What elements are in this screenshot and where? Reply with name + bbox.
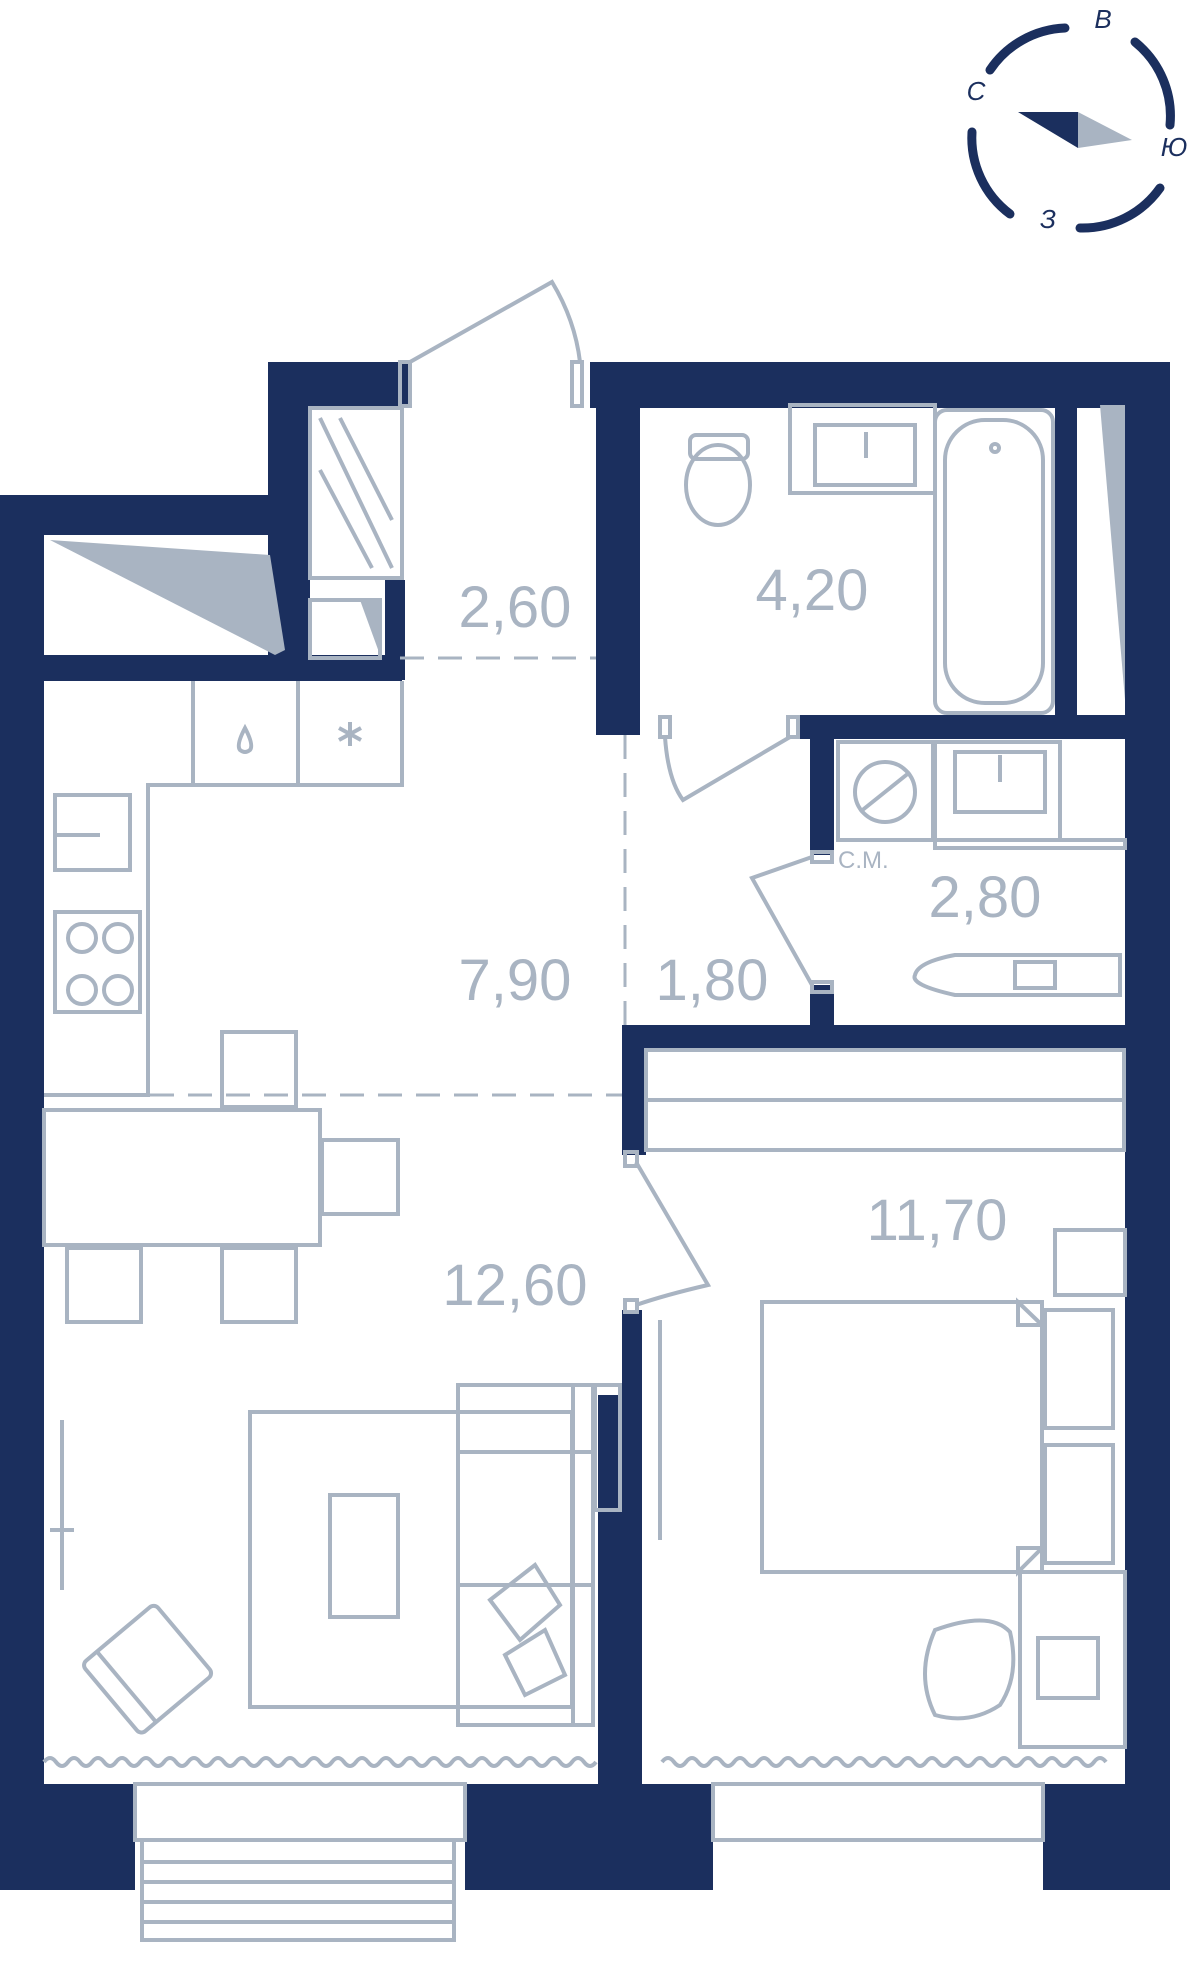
bedroom-furniture bbox=[760, 1228, 1127, 1749]
window-bedroom-gap bbox=[713, 1784, 1043, 1890]
cushion-1 bbox=[487, 1562, 563, 1643]
desk bbox=[1018, 1570, 1127, 1749]
wardrobe bbox=[644, 1048, 1126, 1152]
pillow-top bbox=[1043, 1308, 1115, 1430]
area-kitchen: 7,90 bbox=[459, 948, 572, 1013]
laundry-wall-line bbox=[933, 838, 1127, 850]
area-laundry: 2,80 bbox=[929, 865, 1042, 930]
nightstand-top bbox=[1053, 1228, 1127, 1297]
balcony bbox=[140, 1838, 456, 1942]
chair-bottom-2 bbox=[220, 1246, 298, 1324]
wall-bedroom-left bbox=[622, 1025, 646, 1155]
kitchen-counter bbox=[44, 681, 404, 1097]
wall-entry-pillar-right bbox=[385, 580, 405, 680]
windows bbox=[133, 1782, 1045, 1942]
sofa bbox=[456, 1383, 595, 1727]
storage-closet bbox=[50, 540, 285, 655]
wall-bedroom-left-lower bbox=[622, 1310, 642, 1398]
bathroom-fixtures bbox=[684, 403, 1125, 715]
wall-bathroom-bottom bbox=[800, 715, 1130, 739]
chair-bottom-1 bbox=[65, 1246, 143, 1324]
bathroom-sink bbox=[813, 423, 917, 487]
compass-south-label: Ю bbox=[1161, 132, 1188, 162]
chair-right bbox=[320, 1138, 400, 1216]
washing-machine-label: С.М. bbox=[838, 847, 889, 874]
wall-laundry-bottom bbox=[622, 1025, 1130, 1049]
toilet-bowl bbox=[684, 443, 752, 527]
living-door bbox=[593, 1320, 662, 1540]
wall-laundry-left bbox=[810, 735, 834, 855]
room-labels: 2,60 4,20 2,80 7,90 1,80 12,60 11,70 bbox=[442, 558, 1041, 1318]
stove bbox=[53, 910, 142, 1014]
compass: С В Ю З bbox=[967, 4, 1188, 234]
compass-needle-dark bbox=[1018, 112, 1078, 148]
wall-tub-side bbox=[1055, 405, 1077, 717]
area-bedroom: 11,70 bbox=[867, 1188, 1008, 1253]
storage-shade bbox=[50, 540, 285, 655]
window-bedroom bbox=[711, 1782, 1045, 1842]
pillow-bottom bbox=[1043, 1443, 1115, 1565]
compass-needle-light bbox=[1078, 112, 1132, 148]
dining-table bbox=[42, 1108, 322, 1247]
door-frame-right bbox=[570, 360, 584, 408]
area-living: 12,60 bbox=[442, 1253, 587, 1318]
area-bathroom: 4,20 bbox=[756, 558, 869, 623]
kitchen-sink bbox=[53, 793, 132, 872]
curtains bbox=[42, 1756, 1108, 1768]
water-drop-icon bbox=[236, 723, 254, 754]
cushion-2 bbox=[502, 1627, 568, 1698]
bathroom-door bbox=[658, 715, 800, 803]
entry-shelving bbox=[308, 406, 404, 660]
walls bbox=[0, 362, 1170, 1890]
compass-east-label: В bbox=[1094, 4, 1111, 34]
wall-left bbox=[0, 495, 44, 1890]
bed bbox=[760, 1300, 1044, 1574]
door-frame-left bbox=[398, 360, 412, 408]
wall-top-left bbox=[0, 495, 310, 535]
wall-right bbox=[1125, 362, 1170, 1890]
armchair bbox=[82, 1603, 214, 1735]
desk-drawer bbox=[1036, 1636, 1100, 1700]
area-hall: 2,60 bbox=[459, 575, 572, 640]
entrance-door-leaf bbox=[409, 279, 582, 364]
coffee-table bbox=[328, 1493, 400, 1619]
snowflake-icon bbox=[338, 722, 362, 746]
window-living-gap bbox=[135, 1784, 465, 1890]
desk-chair bbox=[923, 1618, 1016, 1721]
compass-arc-north bbox=[985, 23, 1070, 75]
ironing-board bbox=[912, 953, 1122, 997]
rug bbox=[248, 1410, 574, 1709]
compass-arc-west bbox=[967, 127, 1015, 219]
dashed-boundaries bbox=[150, 656, 627, 1097]
wall-entry-top bbox=[268, 362, 410, 408]
laundry-door bbox=[749, 850, 834, 994]
laundry-fixtures: С.М. bbox=[836, 740, 1127, 997]
living-furniture bbox=[50, 1383, 595, 1735]
bathtub bbox=[933, 408, 1055, 715]
toilet-tank bbox=[688, 433, 750, 461]
entrance-door bbox=[398, 279, 584, 408]
compass-west-label: З bbox=[1040, 204, 1056, 234]
compass-north-label: С bbox=[967, 76, 986, 106]
area-corridor: 1,80 bbox=[656, 948, 769, 1013]
compass-arc-east bbox=[1130, 37, 1175, 130]
chair-top bbox=[220, 1030, 298, 1109]
bedroom-door bbox=[623, 1150, 712, 1314]
compass-arc-south bbox=[1075, 183, 1165, 233]
dining-set bbox=[42, 1030, 400, 1324]
kitchen-furniture bbox=[44, 681, 404, 1097]
wall-top-right bbox=[590, 362, 1170, 408]
wall-bathroom-left-upper bbox=[596, 362, 640, 472]
